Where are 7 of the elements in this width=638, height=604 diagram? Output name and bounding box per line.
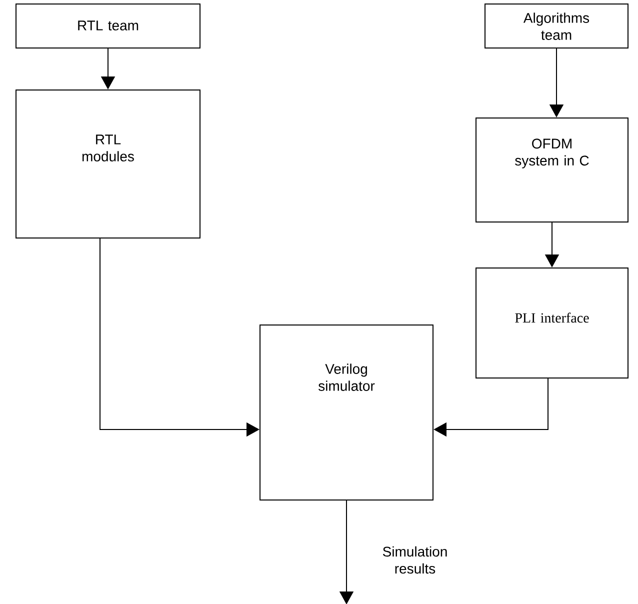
process-box: OFDM system in C	[476, 118, 628, 222]
process-box: Algorithms team	[484, 3, 628, 48]
process-box: RTL modules	[16, 89, 200, 238]
process-box: RTL team	[16, 3, 200, 48]
process-box: Verilog simulator	[260, 324, 434, 500]
note-text: Simulation results	[382, 546, 447, 574]
process-box: PLI interface	[476, 268, 628, 378]
